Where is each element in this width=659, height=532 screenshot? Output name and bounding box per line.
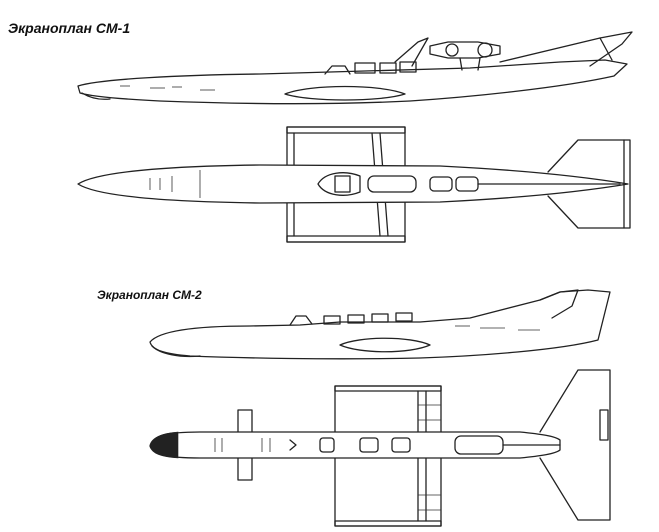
- sm1-top-view: [77, 126, 631, 243]
- sm2-side-view: [149, 289, 611, 360]
- sm2-top-view: [149, 369, 611, 527]
- sm1-caption: Экраноплан СМ-1: [8, 20, 131, 36]
- sm1-side-view: [77, 31, 633, 105]
- sm2-caption: Экраноплан СМ-2: [97, 288, 202, 302]
